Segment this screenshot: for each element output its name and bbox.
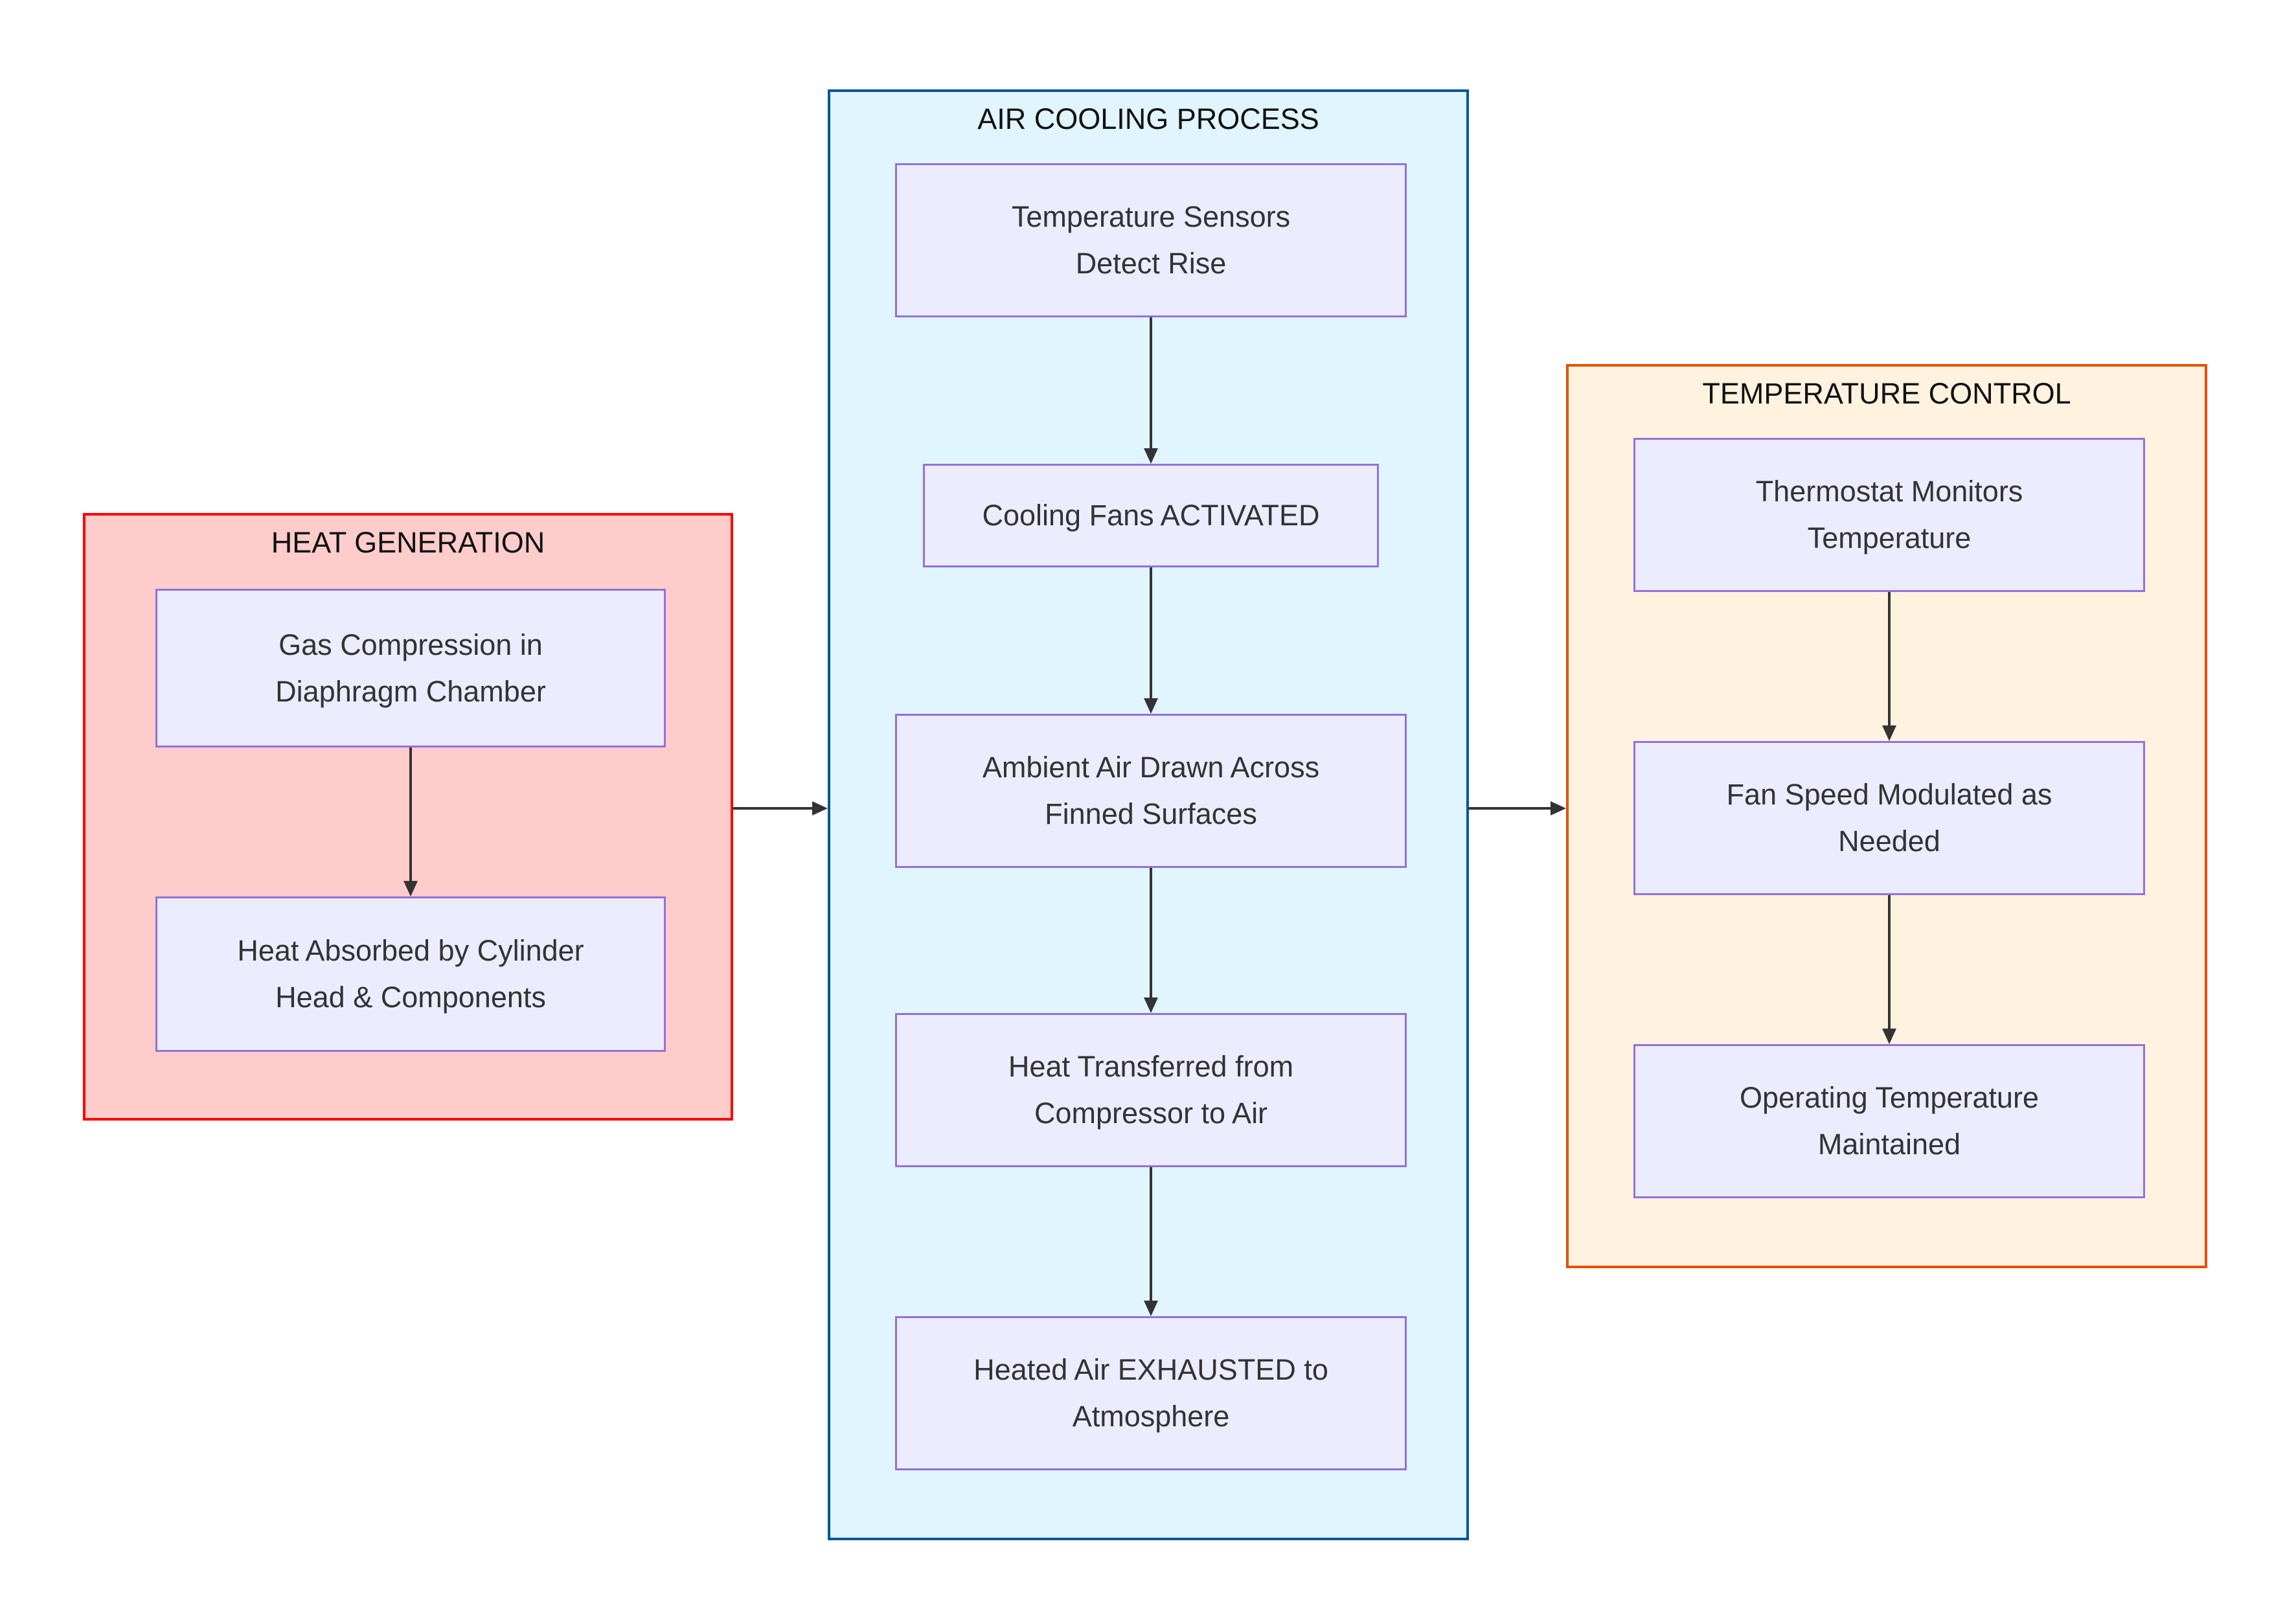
node-fan-speed-modulated: Fan Speed Modulated as Needed [1633, 741, 2145, 895]
flow-arrow-down [1882, 592, 1896, 741]
arrow-shaft [409, 747, 412, 882]
arrow-head-icon [812, 801, 828, 815]
node-cooling-fans-activated: Cooling Fans ACTIVATED [923, 464, 1379, 567]
section-heat-generation-title: HEAT GENERATION [271, 526, 545, 559]
flow-arrow-down [1144, 317, 1158, 464]
section-air-cooling-process-title: AIR COOLING PROCESS [977, 102, 1319, 135]
flow-arrow-cooling-to-control [1469, 801, 1566, 815]
section-temperature-control-title: TEMPERATURE CONTROL [1702, 377, 2071, 410]
node-operating-temperature: Operating Temperature Maintained [1633, 1044, 2145, 1198]
arrow-head-icon [1144, 448, 1158, 464]
arrow-head-icon [1144, 997, 1158, 1013]
arrow-shaft [1469, 807, 1552, 810]
flow-arrow-down [1144, 1167, 1158, 1316]
arrow-shaft [1150, 1167, 1152, 1302]
arrow-shaft [1150, 567, 1152, 700]
arrow-head-icon [1144, 698, 1158, 714]
node-gas-compression: Gas Compression in Diaphragm Chamber [155, 589, 666, 747]
arrow-head-icon [1882, 1029, 1896, 1044]
node-heat-transferred: Heat Transferred from Compressor to Air [895, 1013, 1407, 1167]
node-temperature-sensors: Temperature Sensors Detect Rise [895, 163, 1407, 317]
section-heat-generation: HEAT GENERATION Gas Compression in Diaph… [83, 513, 733, 1121]
arrow-head-icon [1551, 801, 1566, 815]
node-heat-absorbed: Heat Absorbed by Cylinder Head & Compone… [155, 896, 666, 1052]
section-temperature-control: TEMPERATURE CONTROL Thermostat Monitors … [1566, 364, 2207, 1268]
arrow-shaft [1888, 895, 1891, 1030]
node-heated-air-exhausted: Heated Air EXHAUSTED to Atmosphere [895, 1316, 1407, 1470]
arrow-shaft [1150, 868, 1152, 999]
flow-arrow-heat-to-cooling [733, 801, 828, 815]
flow-arrow-down [1144, 868, 1158, 1013]
arrow-shaft [1150, 317, 1152, 450]
flow-arrow-down [1144, 567, 1158, 714]
arrow-head-icon [404, 881, 418, 896]
flow-arrow-down [1882, 895, 1896, 1044]
arrow-head-icon [1882, 725, 1896, 741]
arrow-shaft [733, 807, 813, 810]
arrow-shaft [1888, 592, 1891, 727]
section-air-cooling-process: AIR COOLING PROCESS Temperature Sensors … [828, 89, 1469, 1540]
flow-arrow-down [404, 747, 418, 896]
node-thermostat-monitors: Thermostat Monitors Temperature [1633, 438, 2145, 592]
arrow-head-icon [1144, 1301, 1158, 1316]
node-ambient-air-drawn: Ambient Air Drawn Across Finned Surfaces [895, 714, 1407, 868]
